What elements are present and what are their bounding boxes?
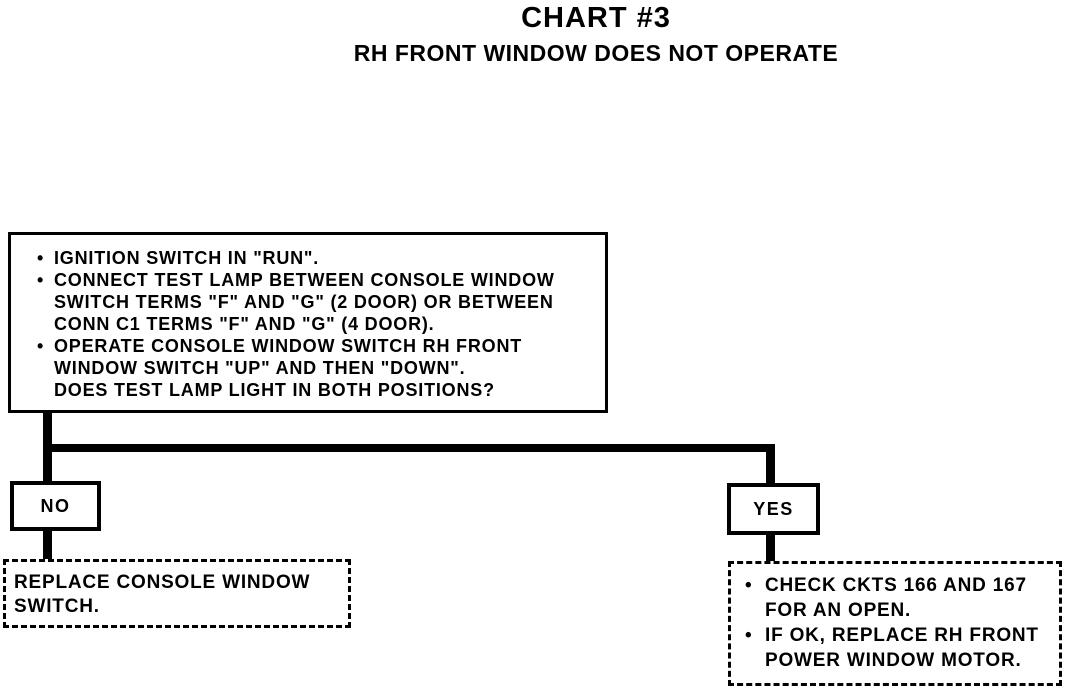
test-procedure-line: • IGNITION SWITCH IN "RUN".	[25, 247, 597, 269]
test-procedure-line: SWITCH TERMS "F" AND "G" (2 DOOR) OR BET…	[25, 291, 597, 313]
connector-horizontal	[43, 444, 775, 452]
bullet-marker: •	[37, 336, 45, 356]
test-procedure-text: WINDOW SWITCH "UP" AND THEN "DOWN".	[54, 358, 466, 378]
no-branch-label: NO	[40, 495, 71, 516]
bullet-marker: •	[37, 248, 45, 268]
test-procedure-text: SWITCH TERMS "F" AND "G" (2 DOOR) OR BET…	[54, 292, 554, 312]
test-procedure-line: • OPERATE CONSOLE WINDOW SWITCH RH FRONT	[25, 335, 597, 357]
connector-yes-stub	[766, 533, 775, 562]
test-procedure-text: DOES TEST LAMP LIGHT IN BOTH POSITIONS?	[54, 380, 495, 400]
test-procedure-text: OPERATE CONSOLE WINDOW SWITCH RH FRONT	[54, 336, 523, 356]
yes-action-text: IF OK, REPLACE RH FRONT	[765, 625, 1039, 646]
no-action-box: REPLACE CONSOLE WINDOW SWITCH.	[3, 559, 351, 628]
chart-title: CHART #3	[521, 2, 671, 34]
test-procedure-line: CONN C1 TERMS "F" AND "G" (4 DOOR).	[25, 313, 597, 335]
yes-action-box: • CHECK CKTS 166 AND 167 FOR AN OPEN. • …	[728, 561, 1062, 686]
yes-action-line: POWER WINDOW MOTOR.	[731, 648, 1055, 673]
bullet-marker: •	[37, 270, 45, 290]
test-procedure-text: CONNECT TEST LAMP BETWEEN CONSOLE WINDOW	[54, 270, 555, 290]
test-procedure-line: WINDOW SWITCH "UP" AND THEN "DOWN".	[25, 357, 597, 379]
yes-action-line: • IF OK, REPLACE RH FRONT	[731, 623, 1055, 648]
test-procedure-text: CONN C1 TERMS "F" AND "G" (4 DOOR).	[54, 314, 435, 334]
yes-action-text: CHECK CKTS 166 AND 167	[765, 575, 1027, 596]
chart-heading: CHART #3 RH FRONT WINDOW DOES NOT OPERAT…	[120, 2, 1072, 67]
test-procedure-text: IGNITION SWITCH IN "RUN".	[54, 248, 320, 268]
no-action-line: SWITCH.	[14, 596, 100, 617]
test-procedure-question: DOES TEST LAMP LIGHT IN BOTH POSITIONS?	[25, 379, 597, 401]
test-procedure-line: • CONNECT TEST LAMP BETWEEN CONSOLE WIND…	[25, 269, 597, 291]
bullet-marker: •	[745, 625, 753, 646]
yes-action-line: FOR AN OPEN.	[731, 598, 1055, 623]
connector-right-vertical	[766, 444, 775, 485]
yes-action-line: • CHECK CKTS 166 AND 167	[731, 573, 1055, 598]
connector-no-stub	[43, 529, 52, 560]
bullet-marker: •	[745, 575, 753, 596]
chart-subtitle: RH FRONT WINDOW DOES NOT OPERATE	[353, 40, 839, 66]
yes-action-text: POWER WINDOW MOTOR.	[765, 650, 1022, 671]
yes-branch-label: YES	[753, 498, 794, 519]
no-action-line: REPLACE CONSOLE WINDOW	[14, 572, 311, 593]
test-procedure-box: • IGNITION SWITCH IN "RUN". • CONNECT TE…	[8, 232, 608, 413]
yes-branch-box: YES	[727, 483, 820, 535]
yes-action-text: FOR AN OPEN.	[765, 600, 912, 621]
no-branch-box: NO	[10, 481, 101, 531]
